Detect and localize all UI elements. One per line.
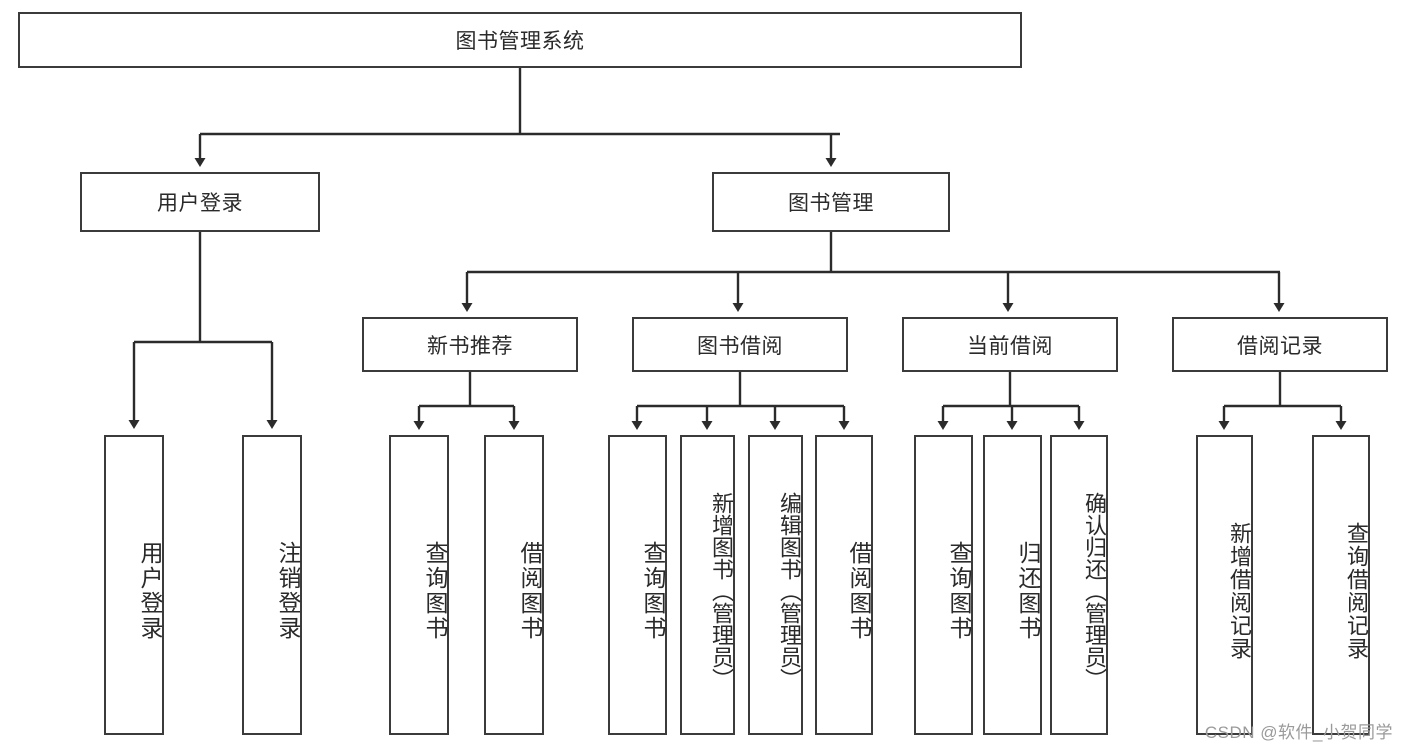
node-borrow-records[interactable]: 借阅记录	[1172, 317, 1388, 372]
leaf-user-login-label: 用户登录	[137, 541, 163, 641]
leaf-query-borrow-record[interactable]: 查询借阅记录	[1312, 435, 1370, 735]
leaf-return-book-label: 归还图书	[1015, 541, 1041, 641]
leaf-borrow-book-newbooks-label: 借阅图书	[517, 541, 543, 641]
leaf-query-book-borrow[interactable]: 查询图书	[608, 435, 667, 735]
node-user-login-label: 用户登录	[157, 192, 243, 215]
node-current-borrow-label: 当前借阅	[967, 334, 1053, 358]
edges-records-to-leaves	[1218, 372, 1347, 430]
leaf-query-book-current-label: 查询图书	[946, 541, 972, 641]
edges-borrow-to-leaves	[631, 372, 850, 430]
node-user-login[interactable]: 用户登录	[80, 172, 320, 232]
node-borrow-records-label: 借阅记录	[1237, 334, 1323, 358]
node-book-borrow[interactable]: 图书借阅	[632, 317, 848, 372]
node-book-borrow-label: 图书借阅	[697, 334, 783, 358]
node-new-book-recommend-label: 新书推荐	[427, 334, 513, 358]
leaf-confirm-return-admin-label: 确认归还（管理员）	[1082, 492, 1107, 690]
leaf-query-book-current[interactable]: 查询图书	[914, 435, 973, 735]
leaf-add-book-admin[interactable]: 新增图书（管理员）	[680, 435, 735, 735]
node-new-book-recommend[interactable]: 新书推荐	[362, 317, 578, 372]
node-book-management-label: 图书管理	[788, 192, 874, 215]
leaf-borrow-book-borrow-label: 借阅图书	[846, 541, 872, 641]
leaf-query-book-newbooks-label: 查询图书	[422, 541, 448, 641]
node-root[interactable]: 图书管理系统	[18, 12, 1022, 68]
leaf-confirm-return-admin[interactable]: 确认归还（管理员）	[1050, 435, 1108, 735]
leaf-add-borrow-record-label: 新增借阅记录	[1227, 522, 1252, 660]
leaf-edit-book-admin[interactable]: 编辑图书（管理员）	[748, 435, 803, 735]
edges-bookmgmt-to-level3	[461, 232, 1285, 312]
leaf-borrow-book-borrow[interactable]: 借阅图书	[815, 435, 873, 735]
leaf-edit-book-admin-label: 编辑图书（管理员）	[777, 492, 802, 690]
leaf-user-login[interactable]: 用户登录	[104, 435, 164, 735]
edges-root-to-level2	[194, 68, 840, 167]
leaf-add-book-admin-label: 新增图书（管理员）	[709, 492, 734, 690]
leaf-borrow-book-newbooks[interactable]: 借阅图书	[484, 435, 544, 735]
edges-newbooks-to-leaves	[413, 372, 520, 430]
leaf-query-book-borrow-label: 查询图书	[640, 541, 666, 641]
node-book-management[interactable]: 图书管理	[712, 172, 950, 232]
leaf-query-book-newbooks[interactable]: 查询图书	[389, 435, 449, 735]
leaf-return-book[interactable]: 归还图书	[983, 435, 1042, 735]
edges-userlogin-to-leaves	[128, 232, 278, 429]
node-root-label: 图书管理系统	[455, 30, 585, 53]
leaf-query-borrow-record-label: 查询借阅记录	[1344, 522, 1369, 660]
leaf-user-logout[interactable]: 注销登录	[242, 435, 302, 735]
node-current-borrow[interactable]: 当前借阅	[902, 317, 1118, 372]
leaf-add-borrow-record[interactable]: 新增借阅记录	[1196, 435, 1253, 735]
edges-current-to-leaves	[937, 372, 1085, 430]
leaf-user-logout-label: 注销登录	[275, 541, 301, 641]
